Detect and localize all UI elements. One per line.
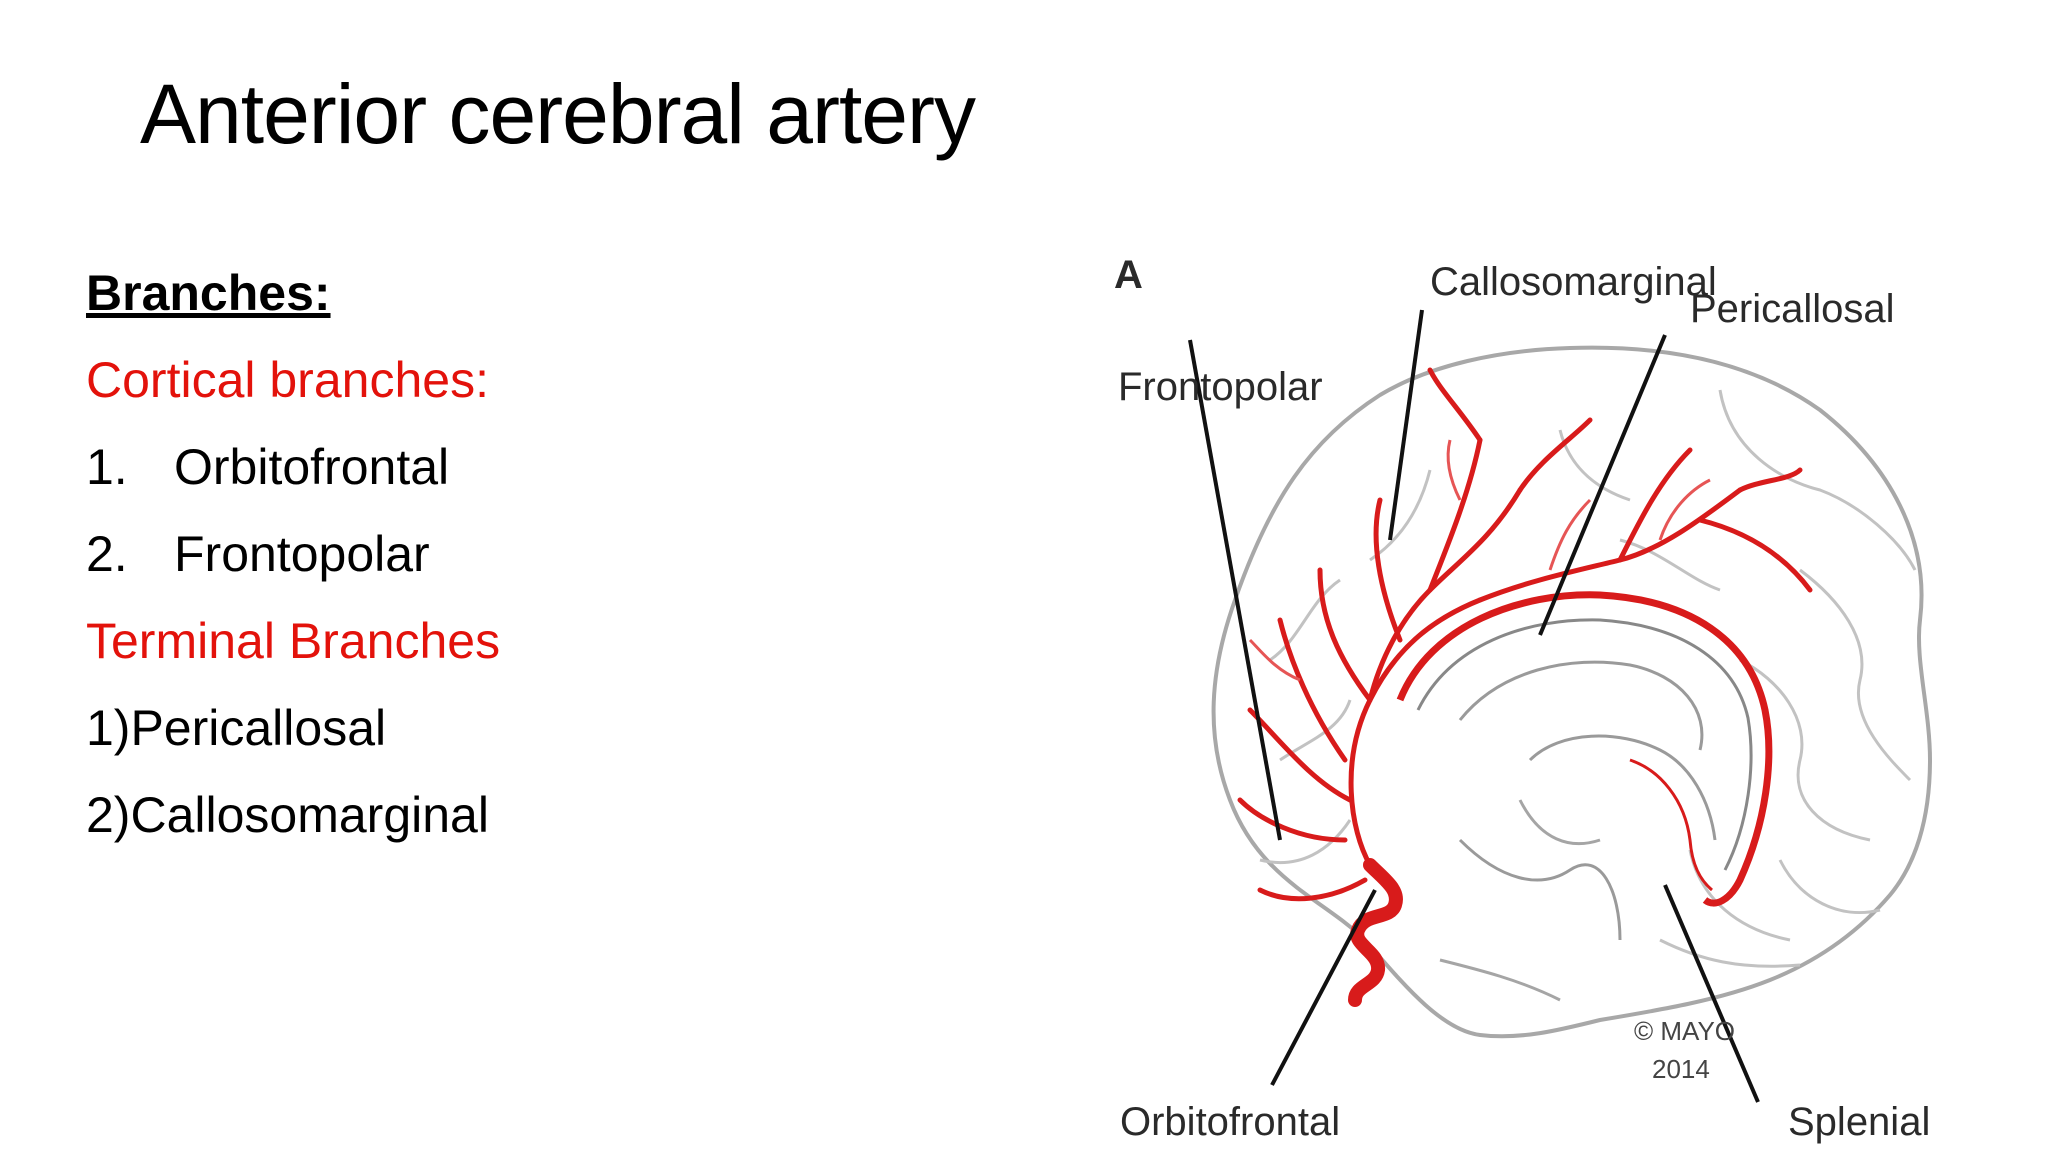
list-text: Orbitofrontal bbox=[174, 439, 450, 495]
content-list: Branches: Cortical branches: 1. Orbitofro… bbox=[86, 250, 986, 859]
label-callosomarginal: Callosomarginal bbox=[1430, 260, 1717, 304]
list-item: 2. Frontopolar bbox=[86, 511, 986, 598]
list-number: 2. bbox=[86, 526, 128, 582]
slide-title: Anterior cerebral artery bbox=[140, 67, 976, 161]
list-text: Frontopolar bbox=[174, 526, 430, 582]
label-splenial: Splenial bbox=[1788, 1100, 1930, 1144]
brain-artery-diagram: A Callosomarginal Pericallosal Frontopol… bbox=[1100, 240, 1940, 1152]
branches-heading: Branches: bbox=[86, 265, 331, 321]
copyright-line2: 2014 bbox=[1652, 1054, 1710, 1084]
sulci-lines bbox=[1259, 389, 1917, 968]
diagram-svg: A Callosomarginal Pericallosal Frontopol… bbox=[1114, 253, 1933, 1144]
brain-outline bbox=[1211, 345, 1933, 1039]
list-number: 1. bbox=[86, 439, 128, 495]
artery-twigs bbox=[1248, 439, 1711, 682]
cortical-heading: Cortical branches: bbox=[86, 352, 489, 408]
leader-lines bbox=[1188, 309, 1760, 1103]
list-item: 2)Callosomarginal bbox=[86, 787, 489, 843]
list-item: 1. Orbitofrontal bbox=[86, 424, 986, 511]
aca-origin bbox=[1348, 858, 1403, 1007]
label-pericallosal: Pericallosal bbox=[1690, 287, 1895, 331]
terminal-heading: Terminal Branches bbox=[86, 613, 501, 669]
list-item: 1)Pericallosal bbox=[86, 700, 387, 756]
panel-letter: A bbox=[1114, 253, 1143, 297]
label-frontopolar: Frontopolar bbox=[1118, 365, 1323, 409]
artery-branches bbox=[1237, 367, 1813, 902]
corpus-callosum bbox=[1396, 591, 1773, 1002]
copyright-line1: © MAYO bbox=[1634, 1016, 1735, 1046]
label-orbitofrontal: Orbitofrontal bbox=[1120, 1100, 1340, 1144]
